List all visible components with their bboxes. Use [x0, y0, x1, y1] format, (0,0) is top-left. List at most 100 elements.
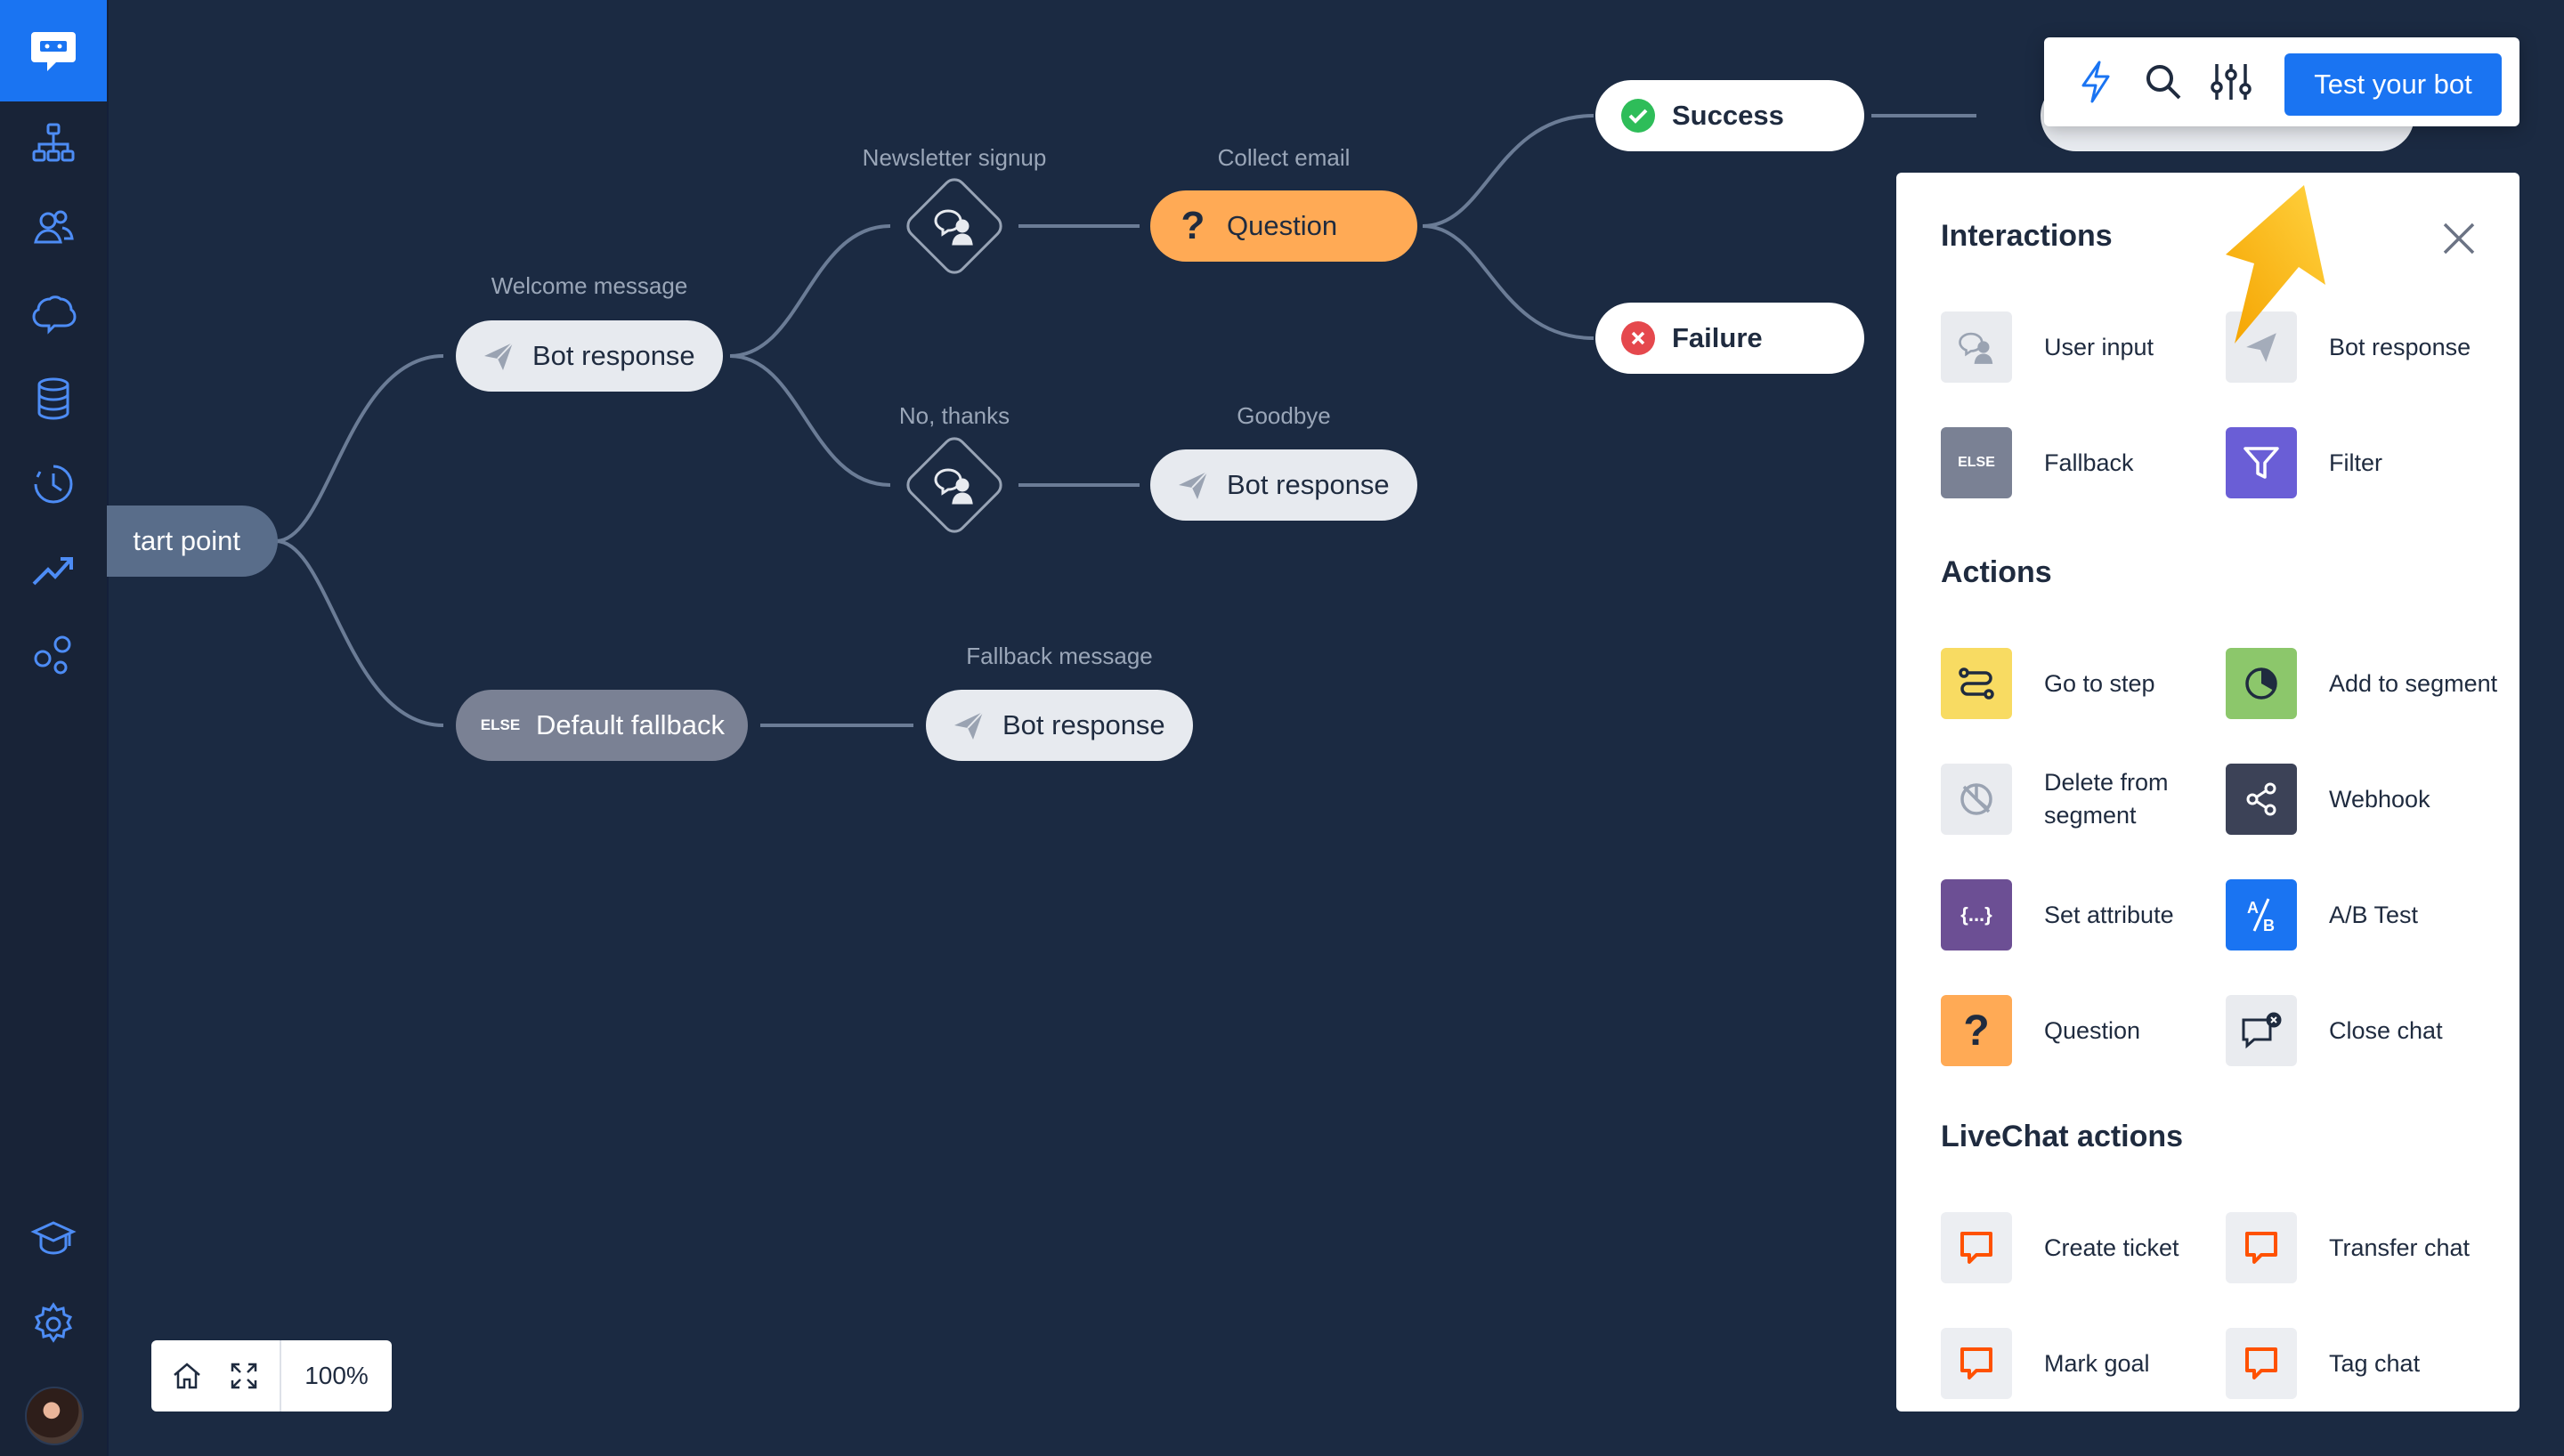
start-point-label: tart point: [133, 525, 240, 556]
svg-text:A: A: [2247, 899, 2259, 917]
node-label: Success: [1672, 100, 1784, 131]
trending-icon[interactable]: [27, 543, 80, 596]
action-set-attribute[interactable]: {...} Set attribute: [1941, 879, 2235, 950]
item-label: Mark goal: [2044, 1349, 2150, 1377]
livechat-bubble-icon: [1941, 1328, 2012, 1399]
user-avatar[interactable]: [25, 1387, 84, 1445]
item-label: Tag chat: [2329, 1349, 2421, 1377]
label-goodbye: Goodbye: [1237, 402, 1331, 429]
success-node[interactable]: Success: [1595, 80, 1864, 151]
home-icon[interactable]: [158, 1340, 215, 1412]
livechat-mark-goal[interactable]: Mark goal: [1941, 1328, 2235, 1399]
node-label: Bot response: [532, 340, 695, 371]
label-no-thanks: No, thanks: [898, 402, 1010, 429]
node-label: Question: [1227, 210, 1338, 241]
action-add-to-segment[interactable]: Add to segment: [2226, 648, 2519, 719]
action-go-to-step[interactable]: Go to step: [1941, 648, 2235, 719]
fallback-bot-response-node[interactable]: Bot response: [926, 690, 1193, 761]
paper-plane-icon: [481, 338, 516, 374]
interaction-fallback[interactable]: ELSE Fallback: [1941, 427, 2235, 498]
users-icon[interactable]: [27, 201, 80, 255]
item-label: Create ticket: [2044, 1234, 2179, 1261]
item-label: Question: [2044, 1016, 2141, 1044]
chatbot-logo-icon[interactable]: [0, 0, 107, 101]
item-label: User input: [2044, 333, 2154, 360]
label-collect-email: Collect email: [1217, 144, 1351, 171]
interaction-filter[interactable]: Filter: [2226, 427, 2519, 498]
welcome-bot-response-node[interactable]: Bot response: [456, 320, 723, 392]
sitemap-icon[interactable]: [27, 116, 80, 169]
label-fallback-message: Fallback message: [966, 643, 1153, 669]
livechat-bubble-icon: [2226, 1328, 2297, 1399]
user-input-icon: [917, 189, 992, 263]
item-label: Filter: [2329, 449, 2382, 476]
top-toolbar: Test your bot: [2044, 37, 2519, 126]
divider: [280, 1340, 281, 1412]
database-icon[interactable]: [27, 372, 80, 425]
close-chat-icon: [2226, 995, 2297, 1066]
flow-canvas[interactable]: Welcome message Newsletter signup Collec…: [107, 0, 2564, 1456]
livechat-actions-heading: LiveChat actions: [1941, 1120, 2184, 1153]
livechat-transfer-chat[interactable]: Transfer chat: [2226, 1212, 2519, 1283]
sliders-icon[interactable]: [2210, 61, 2252, 103]
question-mark-icon: ?: [1181, 204, 1205, 247]
action-close-chat[interactable]: Close chat: [2226, 995, 2519, 1066]
item-label: Go to step: [2044, 669, 2155, 697]
item-label: Add to segment: [2329, 669, 2498, 697]
error-circle-icon: [1620, 320, 1656, 356]
left-sidebar: [0, 0, 109, 1456]
user-input-icon: [917, 448, 992, 522]
item-label: Delete from segment: [2044, 769, 2169, 829]
livechat-create-ticket[interactable]: Create ticket: [1941, 1212, 2235, 1283]
settings-gear-icon[interactable]: [27, 1298, 80, 1351]
close-icon[interactable]: [2439, 219, 2479, 258]
node-label: Default fallback: [536, 709, 725, 740]
zoom-level[interactable]: 100%: [304, 1362, 369, 1389]
lightning-icon[interactable]: [2074, 61, 2117, 103]
item-label: Set attribute: [2044, 901, 2174, 928]
history-icon[interactable]: [27, 457, 80, 511]
test-your-bot-button[interactable]: Test your bot: [2284, 53, 2502, 116]
start-point-node[interactable]: tart point: [107, 506, 278, 577]
paper-plane-icon: [951, 708, 986, 743]
flow-connectors: [275, 114, 1976, 727]
academy-icon[interactable]: [27, 1212, 80, 1266]
item-label: Close chat: [2329, 1016, 2443, 1044]
route-icon: [1941, 648, 2012, 719]
fit-screen-icon[interactable]: [215, 1340, 272, 1412]
share-nodes-icon: [2226, 764, 2297, 835]
node-label: Bot response: [1227, 469, 1390, 500]
action-webhook[interactable]: Webhook: [2226, 764, 2519, 835]
livechat-bubble-icon: [2226, 1212, 2297, 1283]
paper-plane-icon: [1175, 467, 1211, 503]
search-icon[interactable]: [2142, 61, 2185, 103]
question-node[interactable]: ? Question: [1150, 190, 1417, 262]
goodbye-bot-response-node[interactable]: Bot response: [1150, 449, 1417, 521]
interactions-heading: Interactions: [1941, 219, 2113, 253]
integrations-icon[interactable]: [27, 628, 80, 682]
user-input-icon: [1941, 311, 2012, 383]
segment-remove-icon: [1941, 764, 2012, 835]
interaction-bot-response[interactable]: Bot response: [2226, 311, 2519, 383]
label-welcome-message: Welcome message: [491, 272, 688, 299]
item-label: Bot response: [2329, 333, 2471, 360]
action-delete-from-segment[interactable]: Delete from segment: [1941, 764, 2235, 835]
pie-chart-icon: [2226, 648, 2297, 719]
action-question[interactable]: ? Question: [1941, 995, 2235, 1066]
default-fallback-node[interactable]: ELSE Default fallback: [456, 690, 748, 761]
livechat-tag-chat[interactable]: Tag chat: [2226, 1328, 2519, 1399]
livechat-bubble-icon: [1941, 1212, 2012, 1283]
question-mark-icon: ?: [1941, 995, 2012, 1066]
svg-text:B: B: [2263, 917, 2275, 934]
else-tag: ELSE: [480, 716, 521, 733]
actions-heading: Actions: [1941, 555, 2052, 589]
interaction-user-input[interactable]: User input: [1941, 311, 2235, 383]
item-label: Transfer chat: [2329, 1234, 2471, 1261]
failure-node[interactable]: Failure: [1595, 303, 1864, 374]
node-label: Bot response: [1002, 709, 1165, 740]
else-icon: ELSE: [1941, 427, 2012, 498]
brain-icon[interactable]: [27, 287, 80, 340]
add-step-panel: Interactions User input Bot response ELS…: [1896, 173, 2519, 1412]
